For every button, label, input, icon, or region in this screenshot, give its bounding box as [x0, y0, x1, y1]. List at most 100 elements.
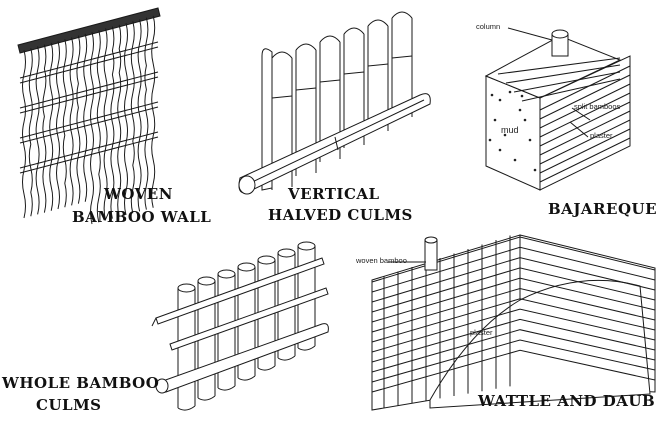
plaster-label: plaster — [590, 131, 613, 140]
wattle-horizontal — [371, 349, 656, 393]
halved-culm-top — [367, 19, 389, 27]
woven-strip — [22, 49, 26, 219]
woven-bamboo-wall-caption-line1: WOVEN — [104, 185, 173, 203]
woven-band — [19, 71, 159, 109]
whole-culm-base — [217, 385, 236, 391]
mud-speck — [520, 94, 524, 98]
mud-speck — [513, 158, 517, 162]
vertical-halved-culms-caption-line2: HALVED CULMS — [268, 206, 413, 224]
woven-strip — [42, 44, 47, 213]
split-bamboo-rows — [497, 57, 631, 183]
wattle-horizontal — [371, 277, 656, 323]
woven-band — [19, 136, 159, 174]
woven-bamboo-wall-caption-line2: BAMBOO WALL — [72, 208, 212, 226]
mud-speck — [488, 138, 492, 142]
bajareque-caption: BAJAREQUE — [548, 200, 658, 218]
wattle-horizontal — [371, 257, 656, 303]
mud-texture — [488, 90, 537, 172]
woven-strip — [56, 40, 60, 210]
mud-speck — [503, 133, 507, 137]
woven-band — [19, 46, 159, 84]
split-bamboo — [539, 110, 631, 156]
woven-horizontal-bands — [19, 41, 159, 174]
wattle-horizontal — [371, 318, 656, 363]
woven-strip — [76, 35, 81, 204]
split-bamboos-label: split bamboos — [574, 102, 621, 111]
wattle-horizontal — [371, 298, 656, 343]
split-bamboo-top — [521, 78, 621, 102]
whole-culm-base — [257, 365, 276, 371]
mud-speck — [498, 148, 502, 152]
split-bamboo — [539, 119, 631, 165]
wattle-horizontal — [371, 267, 656, 313]
wattle-horizontal — [371, 287, 656, 333]
wattle-and-daub-illustration — [371, 234, 656, 411]
woven-strip — [96, 30, 101, 223]
whole-culm-top — [177, 283, 196, 293]
mud-speck — [533, 168, 537, 172]
culm-node — [391, 55, 413, 59]
woven-strip — [103, 28, 108, 221]
vertical-halved-culms-illustration — [238, 11, 431, 195]
woven-strip — [124, 22, 128, 216]
column-label: column — [476, 22, 501, 31]
culm-node — [343, 71, 365, 75]
wattle-horizontal — [371, 329, 656, 373]
culm-node — [271, 95, 293, 99]
whole-culm-top — [297, 241, 316, 251]
woven-strip — [117, 24, 122, 217]
woven-strip — [35, 46, 40, 215]
woven-band — [19, 101, 159, 139]
bajareque-illustration — [484, 27, 631, 191]
split-bamboo — [539, 128, 631, 174]
woven-strip — [83, 33, 88, 202]
woven-strip — [137, 19, 142, 212]
wattle-horizontal — [371, 339, 656, 383]
wattle-horizontal — [371, 246, 656, 293]
whole-culm-base — [297, 345, 316, 351]
mud-speck — [493, 118, 497, 122]
split-bamboo — [539, 83, 631, 129]
woven-strip — [130, 21, 135, 214]
woven-band — [19, 106, 159, 144]
halved-culm-top — [391, 11, 413, 19]
whole-culm-base — [277, 355, 296, 361]
halved-culm-top — [319, 35, 341, 43]
split-bamboo — [539, 137, 631, 183]
whole-culm-top — [197, 276, 216, 286]
culm-node — [319, 79, 341, 83]
split-bamboo-top — [505, 64, 621, 84]
vertical-halved-culms-caption-line1: VERTICAL — [288, 185, 380, 203]
woven-strip — [144, 17, 149, 210]
woven-band — [19, 131, 159, 169]
split-bamboo — [539, 101, 631, 147]
whole-culm-group — [177, 241, 316, 411]
whole-bamboo-culms-caption-line2: CULMS — [36, 396, 102, 414]
woven-strip — [90, 31, 94, 225]
woven-band — [19, 76, 159, 114]
whole-bamboo-culms-caption-line1: WHOLE BAMBOO — [2, 374, 160, 392]
mud-label: mud — [501, 125, 519, 135]
halved-culm-top — [295, 43, 317, 51]
whole-culm-base — [237, 375, 256, 381]
whole-culm-top — [257, 255, 276, 265]
mud-speck — [508, 90, 512, 94]
mud-speck — [528, 138, 532, 142]
woven-vertical-strips — [22, 15, 156, 225]
whole-culm-base — [177, 405, 196, 411]
culm-node — [367, 63, 389, 67]
woven-band — [19, 41, 159, 79]
woven-strip — [110, 26, 115, 219]
woven-bamboo-label: woven bamboo — [356, 256, 407, 265]
woven-bamboo-wall-illustration — [17, 7, 161, 225]
whole-culm-top — [277, 248, 296, 258]
wattle-horizontal — [371, 236, 656, 283]
woven-strip — [62, 39, 67, 208]
woven-strip — [49, 42, 54, 211]
woven-strip — [69, 37, 74, 206]
whole-bamboo-culms-illustration — [151, 241, 329, 411]
whole-culm-top — [217, 269, 236, 279]
split-bamboo-top — [497, 57, 621, 75]
whole-culm-base — [197, 395, 216, 401]
